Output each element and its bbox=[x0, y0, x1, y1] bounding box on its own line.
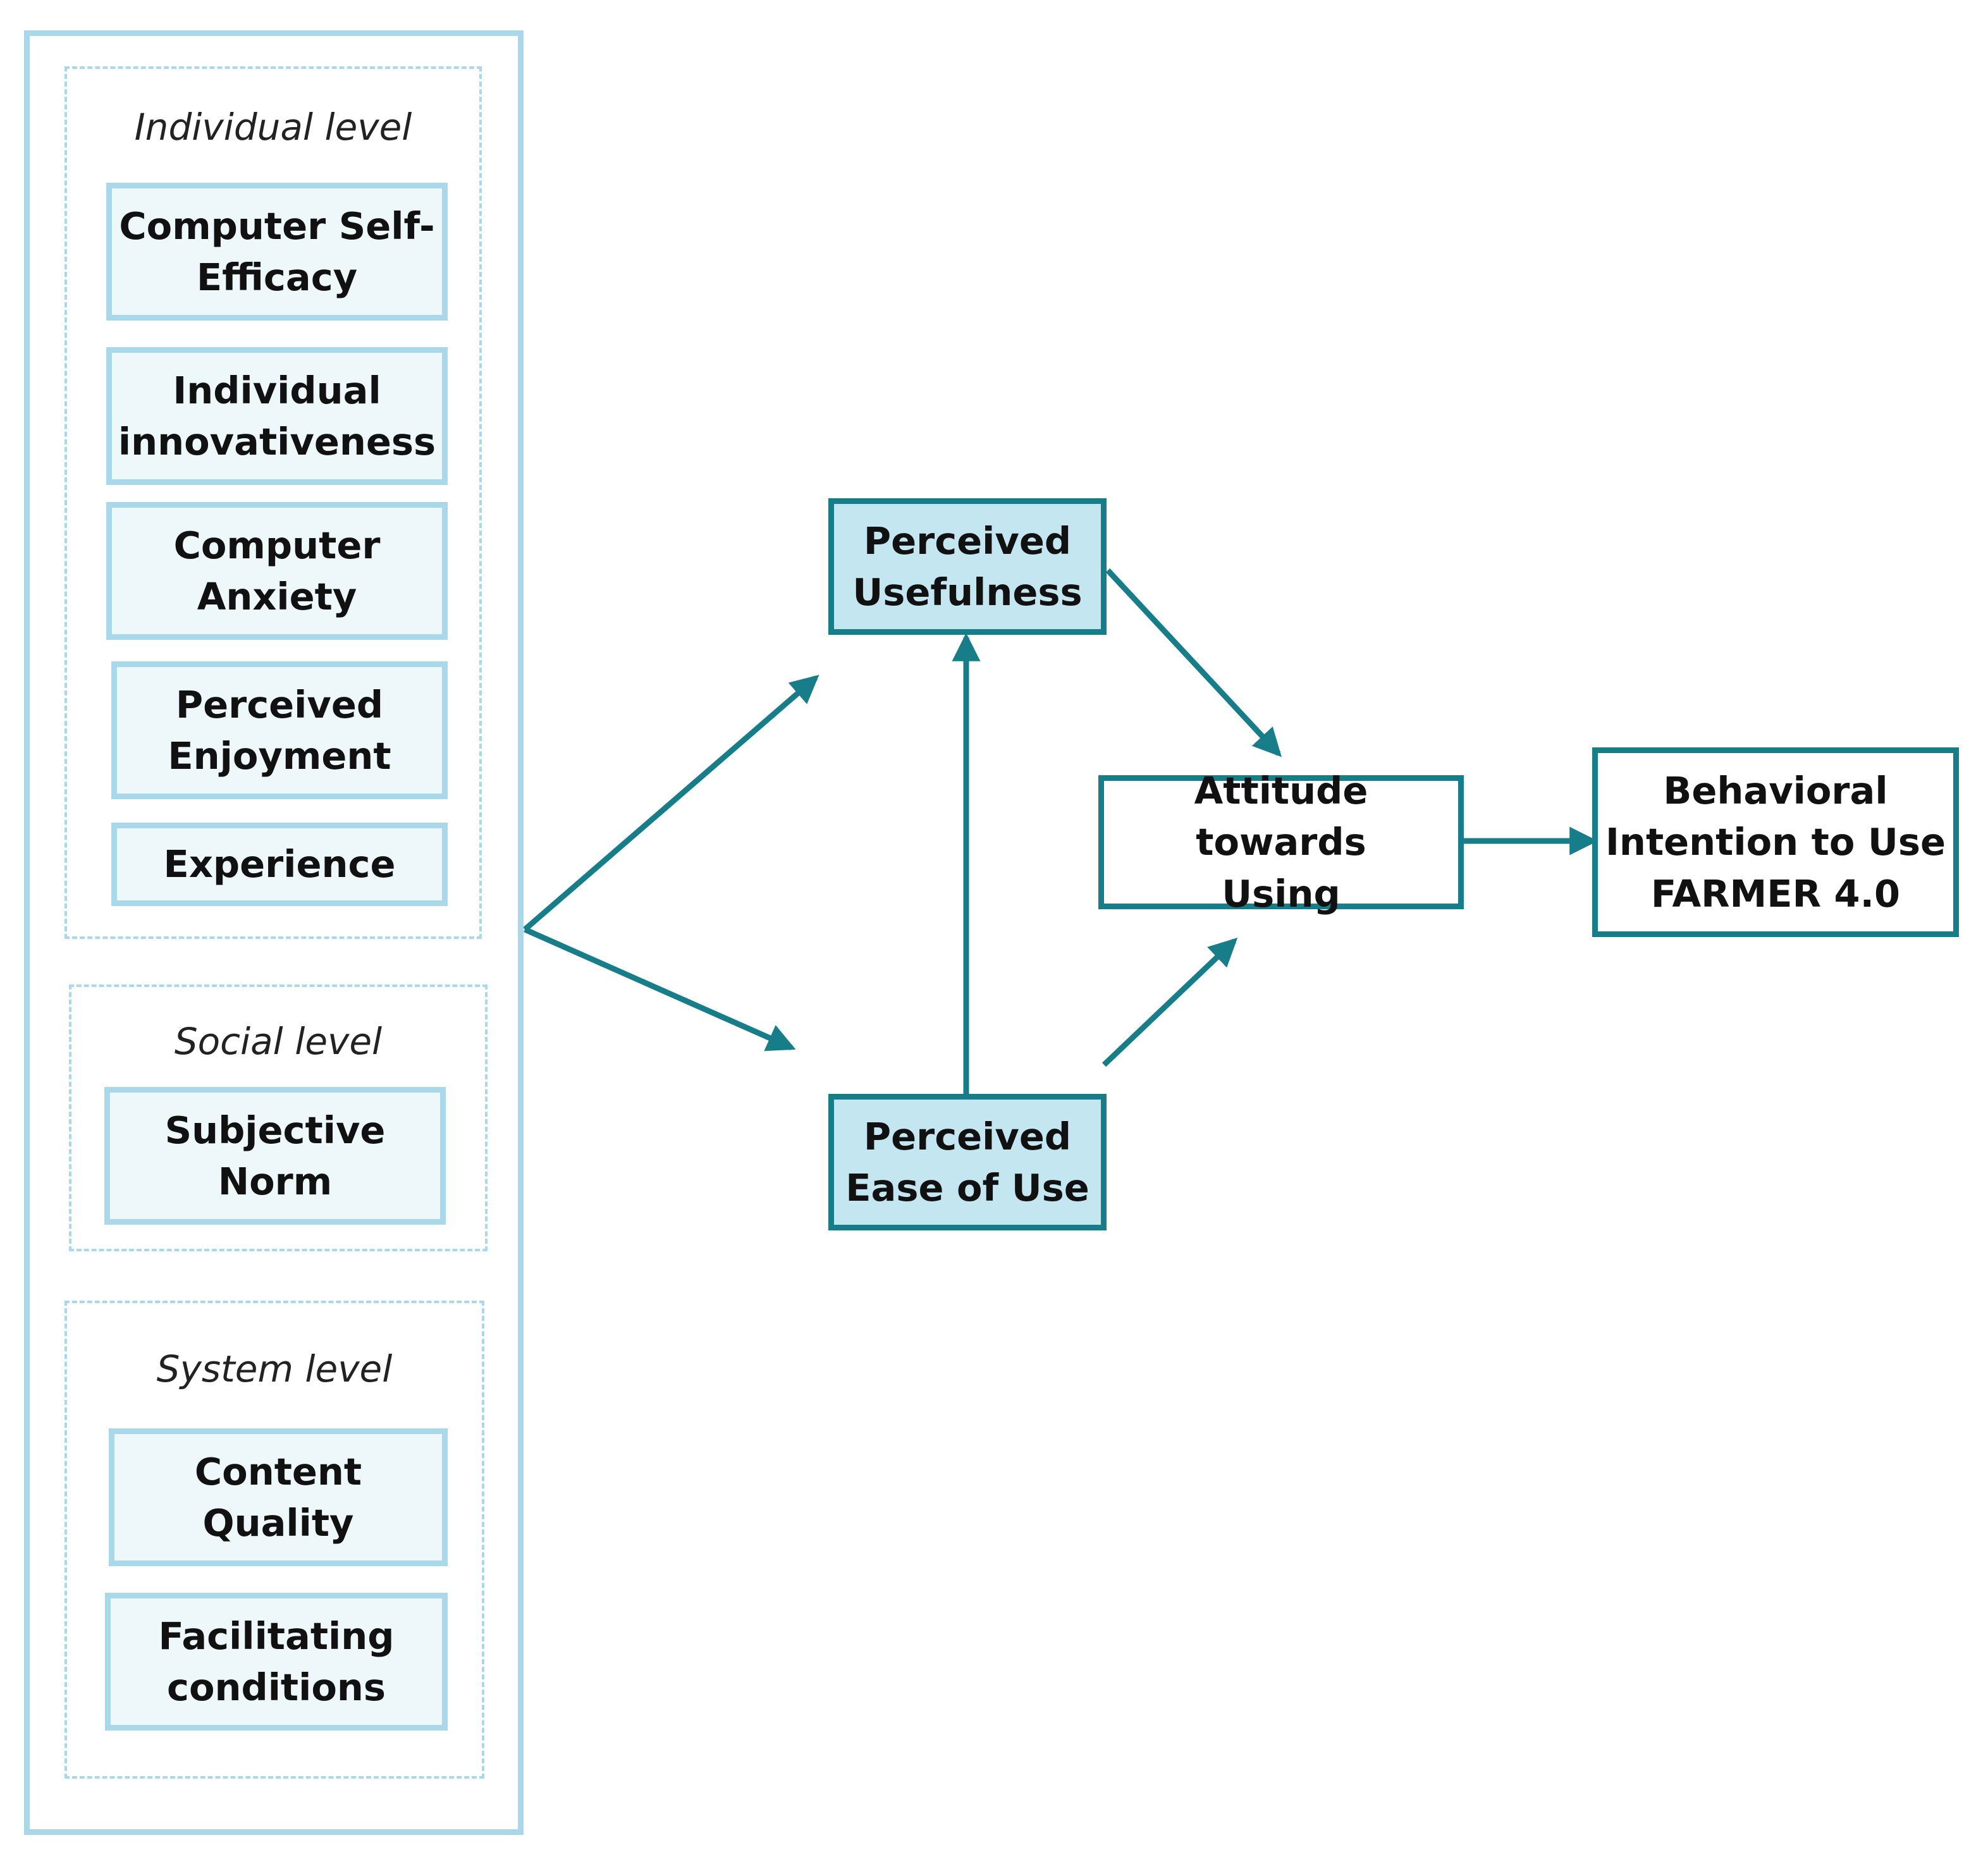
group-system-level: System level Content Quality Facilitatin… bbox=[64, 1301, 484, 1779]
factor-computer-anxiety: Computer Anxiety bbox=[106, 502, 448, 640]
arrow-factors-to-usefulness bbox=[523, 675, 819, 932]
node-behavioral-intention: Behavioral Intention to Use FARMER 4.0 bbox=[1592, 747, 1959, 937]
group-individual-level: Individual level Computer Self- Efficacy… bbox=[64, 66, 482, 939]
node-attitude-towards-using: Attitude towards Using bbox=[1098, 769, 1464, 916]
node-perceived-usefulness: Perceived Usefulness bbox=[828, 498, 1107, 635]
arrow-usefulness-to-attitude bbox=[1105, 568, 1282, 757]
arrow-factors-to-ease-of-use bbox=[524, 926, 796, 1052]
group-title-individual: Individual level bbox=[134, 106, 412, 149]
factor-facilitating-conditions: Facilitating conditions bbox=[105, 1593, 448, 1731]
factor-content-quality: Content Quality bbox=[109, 1428, 448, 1566]
group-title-social: Social level bbox=[174, 1020, 383, 1063]
factor-experience: Experience bbox=[111, 823, 448, 906]
external-factors-panel: Individual level Computer Self- Efficacy… bbox=[24, 30, 524, 1835]
factor-computer-self-efficacy: Computer Self- Efficacy bbox=[106, 183, 448, 321]
node-perceived-ease-of-use: Perceived Ease of Use bbox=[828, 1094, 1107, 1230]
group-social-level: Social level Subjective Norm bbox=[69, 984, 488, 1251]
factor-perceived-enjoyment: Perceived Enjoyment bbox=[111, 661, 448, 799]
factor-individual-innovativeness: Individual innovativeness bbox=[106, 347, 448, 485]
group-title-system: System level bbox=[156, 1347, 393, 1390]
arrow-ease-to-attitude bbox=[1101, 938, 1238, 1067]
factor-subjective-norm: Subjective Norm bbox=[104, 1087, 446, 1225]
